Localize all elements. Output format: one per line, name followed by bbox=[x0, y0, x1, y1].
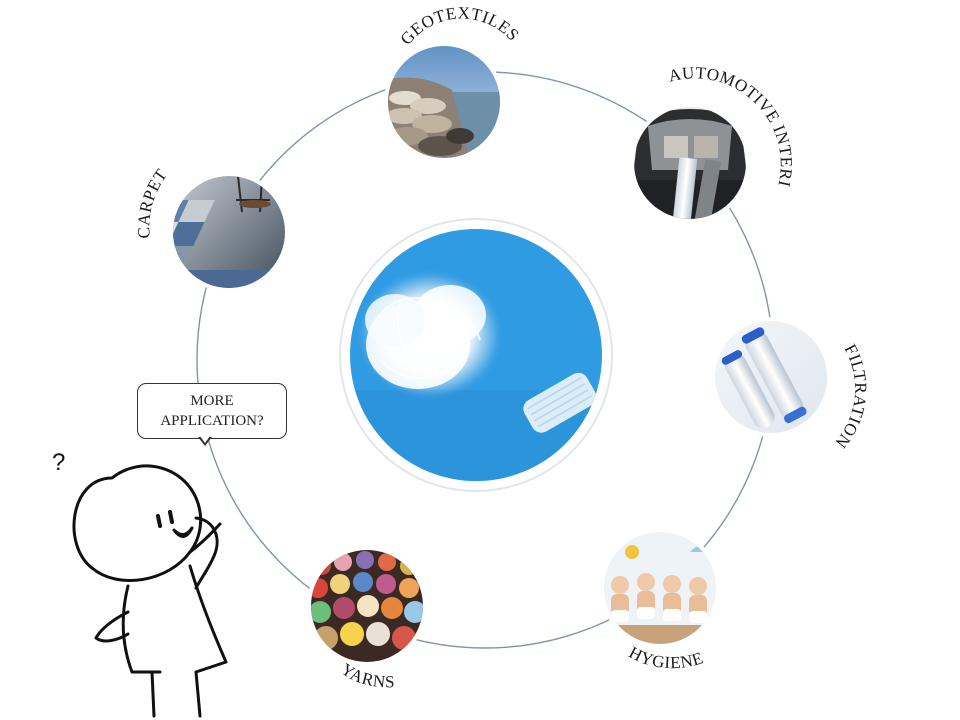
bubble-tail-inner bbox=[200, 436, 210, 443]
label-filtration: FILTRATION bbox=[831, 341, 870, 452]
hygiene-image bbox=[600, 528, 720, 648]
yarns-image bbox=[307, 546, 427, 666]
thinking-character bbox=[72, 464, 228, 718]
bubble-line-2: APPLICATION? bbox=[160, 413, 264, 429]
bubble-line-1: MORE bbox=[190, 393, 234, 409]
carpet-image bbox=[169, 172, 289, 292]
center-fiber-image bbox=[339, 218, 613, 492]
label-geotextiles: GEOTEXTILES bbox=[396, 3, 523, 48]
label-carpet: CARPET bbox=[134, 165, 171, 239]
question-mark: ? bbox=[52, 449, 65, 476]
automotive-interior-image bbox=[630, 103, 750, 223]
more-application-speech-bubble: MORE APPLICATION? bbox=[137, 383, 287, 439]
filtration-image bbox=[711, 317, 831, 437]
geotextiles-image bbox=[384, 42, 504, 162]
